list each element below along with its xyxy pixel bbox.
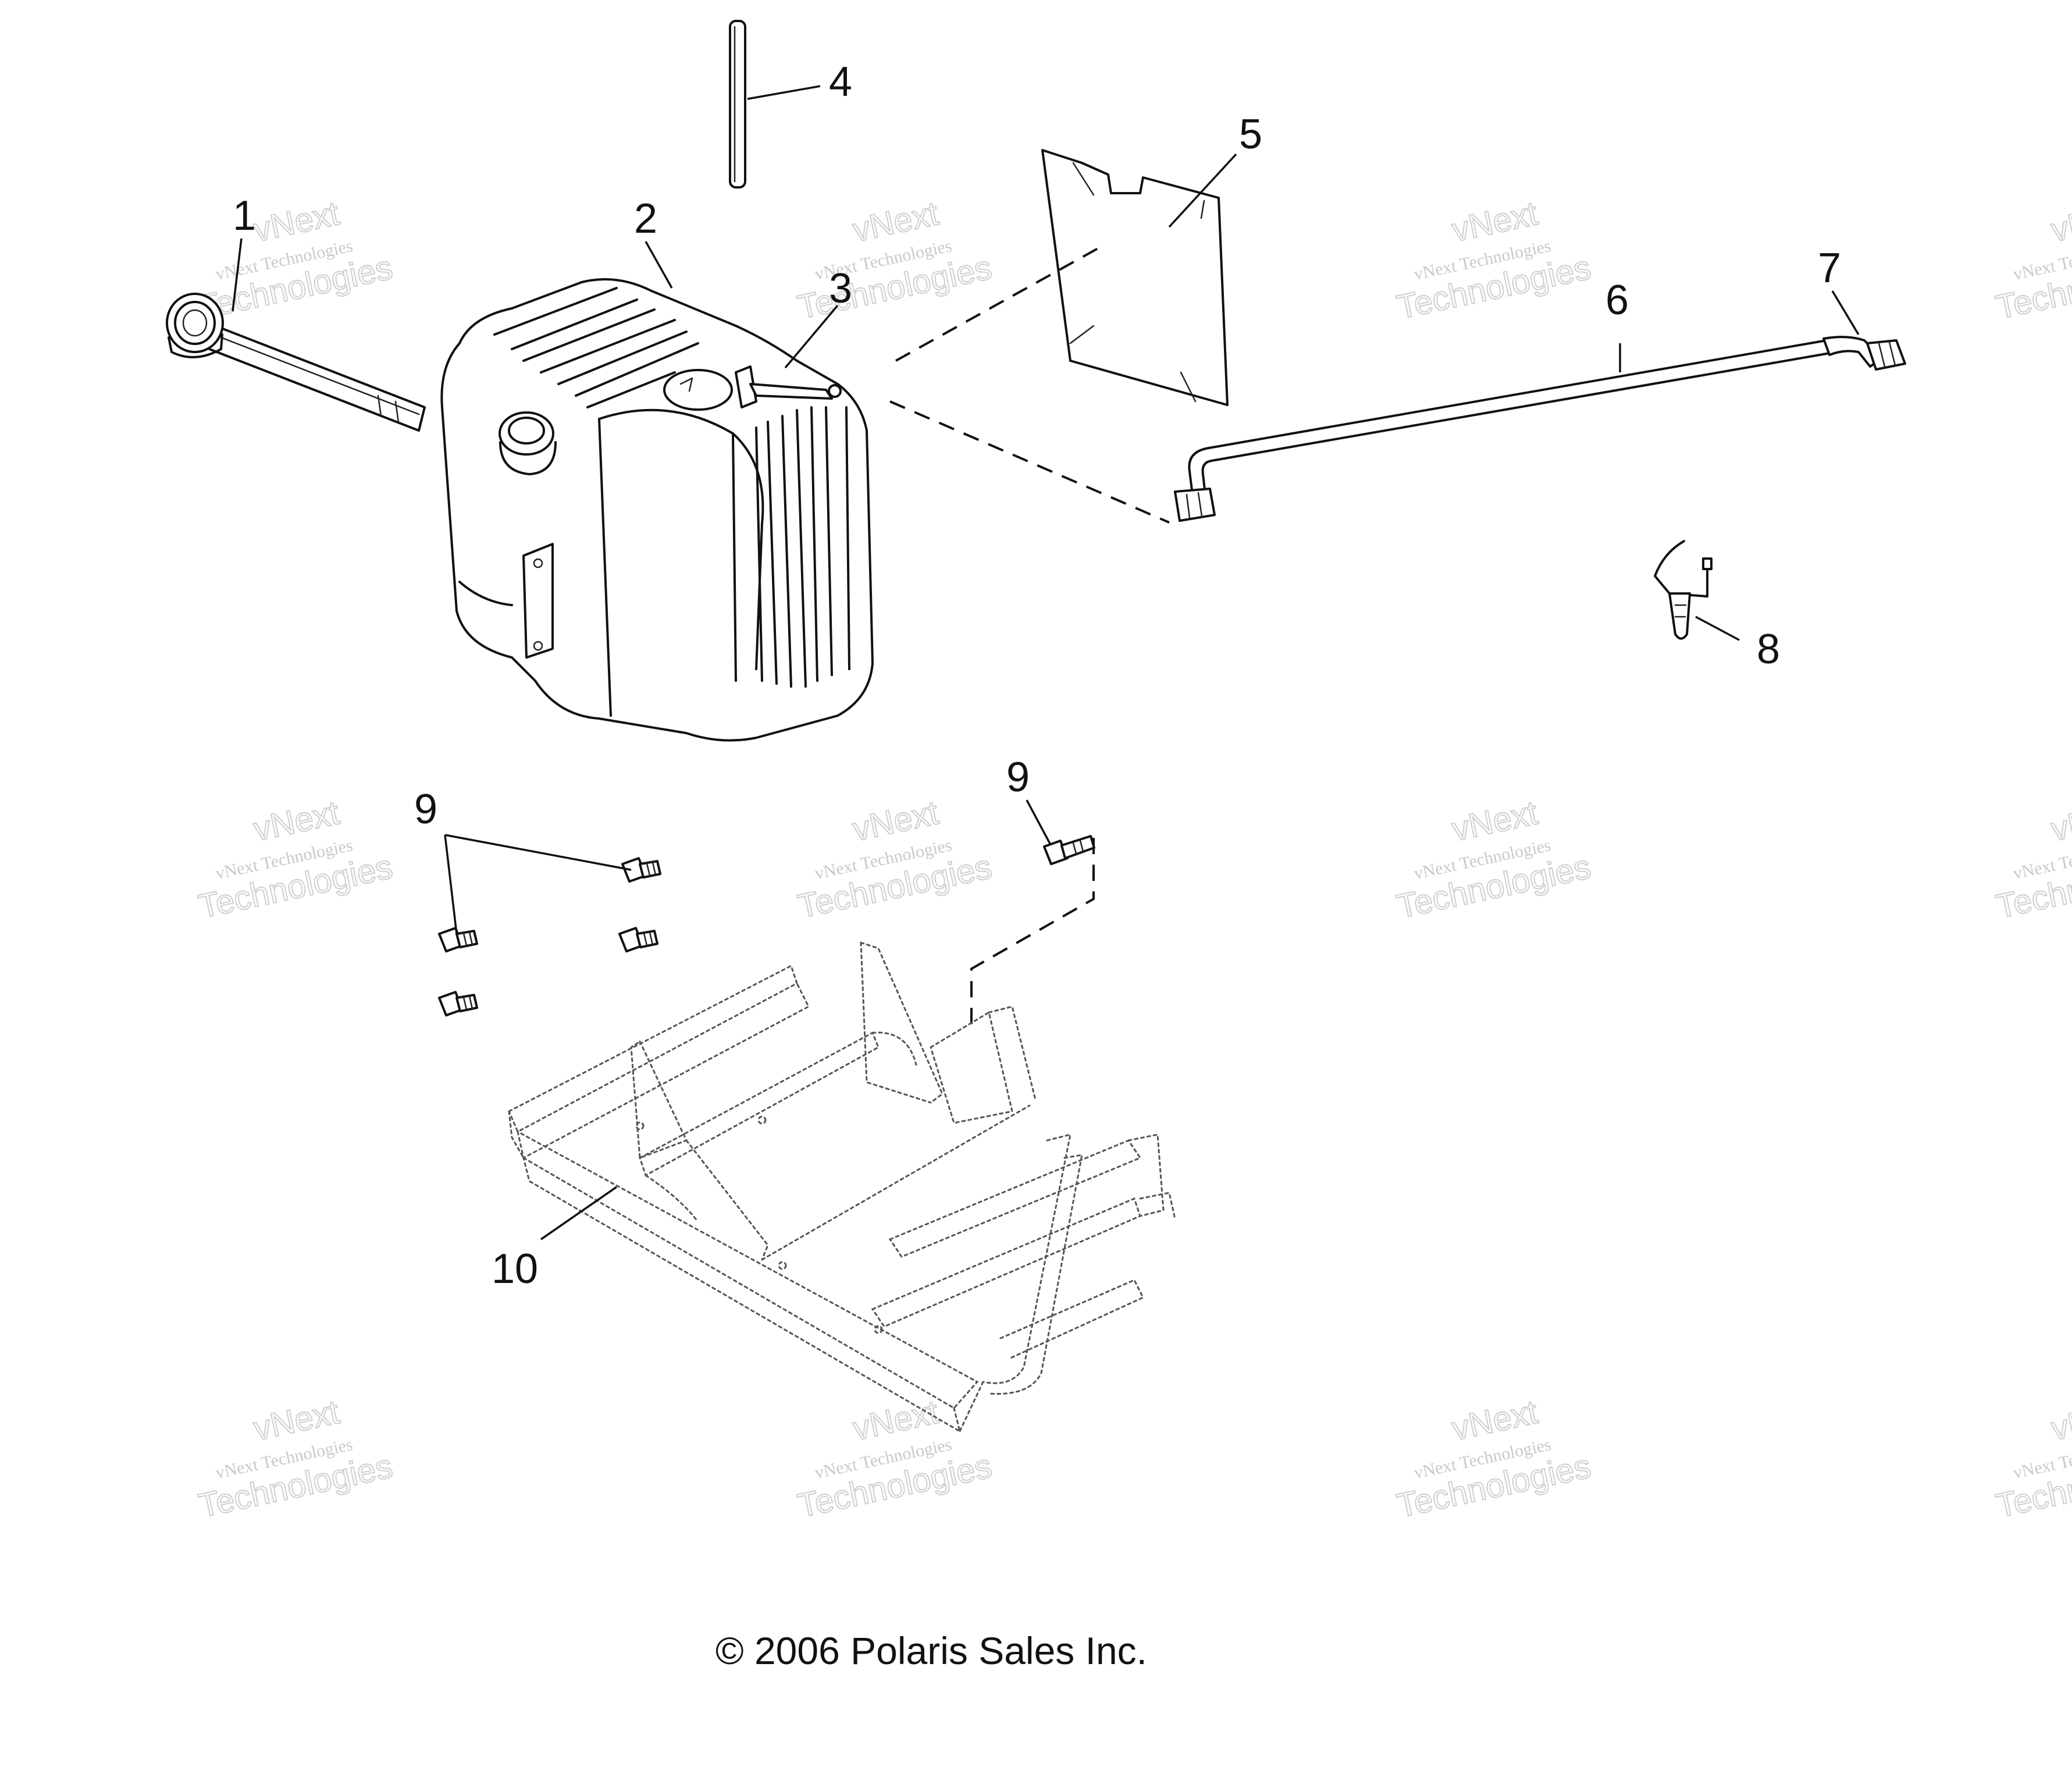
callout-1: 1 [233, 193, 256, 239]
part-8-clip [1654, 540, 1713, 640]
part-1-fuel-sender [166, 293, 426, 432]
watermark-line1: vNext [2048, 1393, 2072, 1448]
callout-9-right: 9 [1006, 754, 1030, 801]
assembly-dash-1 [889, 400, 1170, 524]
part-5-heat-shield [1041, 149, 1229, 406]
assembly-dash-2 [895, 243, 1106, 362]
leader-lines [232, 85, 1860, 1240]
callout-8: 8 [1757, 626, 1780, 673]
part-6-fuel-line [1174, 339, 1831, 522]
watermark-line1: vNext [2048, 194, 2072, 249]
bolt-1 [621, 857, 661, 883]
callout-9-left: 9 [414, 786, 437, 833]
bolt-3 [438, 927, 478, 952]
watermark-line1: vNext [2048, 794, 2072, 848]
part-7-quick-connect [1822, 336, 1906, 371]
part-4-vent-tube [729, 20, 746, 189]
callout-4: 4 [829, 59, 852, 105]
callout-3: 3 [829, 265, 852, 312]
bolt-5 [1043, 835, 1095, 865]
callout-2: 2 [634, 195, 657, 242]
part-10-frame [508, 941, 1176, 1434]
callout-5: 5 [1239, 111, 1262, 158]
assembly-dash-3 [970, 838, 1095, 1033]
bolt-4 [438, 991, 478, 1016]
copyright-notice: © 2006 Polaris Sales Inc. [715, 1629, 1147, 1672]
bolt-2 [618, 927, 658, 952]
callout-labels: 1 2 3 4 5 6 7 8 9 9 10 [233, 59, 1841, 1292]
callout-7: 7 [1818, 245, 1841, 292]
part-2-fuel-tank [440, 278, 874, 742]
part-9-bolts [438, 835, 1095, 1016]
callout-10: 10 [492, 1246, 538, 1292]
part-3-fitting [735, 365, 842, 408]
callout-6: 6 [1605, 277, 1629, 324]
